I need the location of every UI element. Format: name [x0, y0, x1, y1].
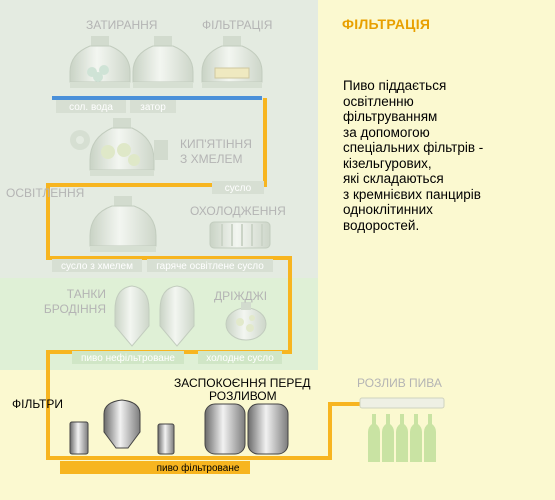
info-description: Пиво піддається освітленню фільтруванням… — [343, 78, 484, 233]
yeast-vessel — [225, 302, 267, 341]
flow-label-mash: затор — [140, 102, 166, 113]
stage-label-bottling: РОЗЛИВ ПИВА — [357, 376, 442, 390]
bottling-line — [359, 397, 445, 462]
flow-label-filtered-beer: пиво фільтроване — [157, 462, 240, 474]
bright-beer-tank-2 — [247, 403, 289, 455]
stage-label-filtration-top: ФІЛЬТРАЦІЯ — [202, 18, 272, 32]
flow-label-wort: сусло — [225, 183, 252, 194]
stage-label-boiling-1: КИП'ЯТІННЯ — [180, 137, 252, 151]
stage-label-tanks-1: ТАНКИ — [67, 287, 106, 301]
flow-label-wort-hops: сусло з хмелем — [61, 261, 133, 272]
gear-icon — [70, 130, 90, 150]
bright-beer-tank-1 — [204, 403, 246, 455]
stage-label-yeast: ДРІЖДЖІ — [214, 289, 267, 303]
wort-cooler — [209, 221, 271, 249]
fermentation-tank-1 — [114, 285, 150, 347]
info-panel-bg — [318, 0, 555, 370]
stage-label-boiling-2: З ХМЕЛЕМ — [180, 152, 242, 166]
flow-label-malt-water: сол. вода — [69, 102, 113, 113]
stage-label-calming-2: РОЗЛИВОМ — [209, 389, 277, 403]
flow-label-unfiltered-beer: пиво нефільтроване — [81, 352, 175, 364]
stage-label-calming-1: ЗАСПОКОЄННЯ ПЕРЕД — [174, 376, 311, 390]
fermentation-tank-2 — [159, 285, 195, 347]
filter-cartridge-small-2 — [157, 423, 175, 455]
flow-label-hot-clear-wort: гаряче освітлене сусло — [156, 261, 264, 272]
stage-label-filters: ФІЛЬТРИ — [12, 397, 63, 411]
lauter-tun — [201, 36, 263, 88]
stage-label-clarification: ОСВІТЛЕННЯ — [6, 186, 84, 200]
mash-tun-1 — [69, 36, 131, 88]
stage-label-mashing: ЗАТИРАННЯ — [86, 18, 157, 32]
mash-tun-2 — [132, 36, 194, 88]
whirlpool-tank — [89, 196, 157, 252]
flow-label-cold-wort: холодне сусло — [206, 353, 274, 364]
stage-label-cooling: ОХОЛОДЖЕННЯ — [190, 204, 286, 218]
filter-vessel-large — [103, 399, 141, 449]
pipe-network — [46, 98, 360, 460]
filter-cartridge-small-1 — [69, 421, 89, 455]
stage-label-tanks-2: БРОДІННЯ — [44, 302, 106, 316]
info-title: ФІЛЬТРАЦІЯ — [342, 16, 431, 32]
brew-kettle — [89, 118, 168, 176]
